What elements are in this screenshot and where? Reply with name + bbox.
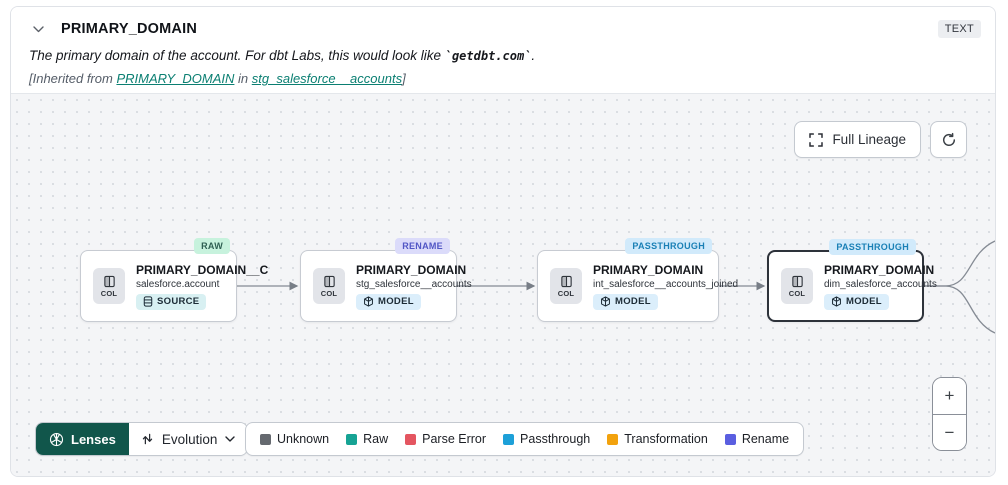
lenses-selector: Lenses Evolution xyxy=(35,422,249,456)
legend-item-passthrough: Passthrough xyxy=(503,432,590,446)
lineage-canvas[interactable]: RAW COL PRIMARY_DOMAIN__C salesforce.acc… xyxy=(11,94,995,476)
zoom-out-button[interactable]: − xyxy=(933,414,966,450)
legend-item-rename: Rename xyxy=(724,432,789,446)
zoom-divider xyxy=(933,413,966,415)
resource-badge-model: MODEL xyxy=(593,293,658,310)
evolution-tag-passthrough: PASSTHROUGH xyxy=(625,238,712,254)
collapse-chevron-icon[interactable] xyxy=(29,20,47,38)
legend-item-transformation: Transformation xyxy=(607,432,708,446)
column-description: The primary domain of the account. For d… xyxy=(29,48,536,63)
legend-swatch xyxy=(607,433,619,445)
node-model-name: dim_salesforce_accounts xyxy=(824,278,937,290)
column-chip: COL xyxy=(313,268,345,304)
legend-item-raw: Raw xyxy=(346,432,388,446)
expand-icon xyxy=(809,132,824,147)
inherited-column-link[interactable]: PRIMARY_DOMAIN xyxy=(116,71,235,87)
node-column-name: PRIMARY_DOMAIN__C xyxy=(136,262,269,277)
legend-swatch xyxy=(346,433,358,445)
columns-icon xyxy=(103,275,115,287)
node-column-name: PRIMARY_DOMAIN xyxy=(356,262,467,277)
node-column-name: PRIMARY_DOMAIN xyxy=(824,262,935,277)
lineage-node-dim-salesforce-accounts[interactable]: PASSTHROUGH COL PRIMARY_DOMAIN dim_sales… xyxy=(767,239,937,322)
columns-icon xyxy=(323,275,335,287)
resource-badge-model: MODEL xyxy=(824,293,889,310)
columns-icon xyxy=(560,275,572,287)
lenses-button[interactable]: Lenses xyxy=(36,423,129,455)
resource-badge-model: MODEL xyxy=(356,293,421,310)
cube-icon xyxy=(364,296,373,307)
full-lineage-button[interactable]: Full Lineage xyxy=(794,121,921,158)
chevron-down-icon xyxy=(225,436,236,442)
column-chip: COL xyxy=(93,268,125,304)
inline-code: `getdbt.com` xyxy=(444,49,532,63)
legend-swatch xyxy=(260,433,271,445)
node-model-name: stg_salesforce__accounts xyxy=(356,278,472,290)
legend-item-parse-error: Parse Error xyxy=(405,432,486,446)
evolution-legend: Unknown Raw Parse Error Passthrough Tran… xyxy=(245,422,805,456)
inherited-model-link[interactable]: stg_salesforce__accounts xyxy=(251,71,403,87)
lens-aperture-icon xyxy=(49,432,64,446)
column-title: PRIMARY_DOMAIN xyxy=(61,21,197,37)
refresh-button[interactable] xyxy=(930,121,967,158)
zoom-in-button[interactable]: + xyxy=(933,378,966,414)
column-type-badge: TEXT xyxy=(937,20,981,38)
columns-icon xyxy=(791,275,803,287)
lineage-node-int-salesforce-accounts-joined[interactable]: PASSTHROUGH COL PRIMARY_DOMAIN int_sales… xyxy=(537,238,739,322)
legend-swatch xyxy=(724,433,736,445)
column-chip: COL xyxy=(781,268,813,304)
zoom-controls: + − xyxy=(932,377,967,451)
column-lineage-panel: PRIMARY_DOMAIN TEXT The primary domain o… xyxy=(10,6,996,477)
legend-item-unknown: Unknown xyxy=(260,432,329,446)
column-header: PRIMARY_DOMAIN TEXT The primary domain o… xyxy=(11,7,995,94)
evolution-tag-rename: RENAME xyxy=(395,238,450,254)
database-icon xyxy=(143,296,153,307)
refresh-icon xyxy=(942,132,955,146)
evolution-icon xyxy=(142,433,153,445)
resource-badge-source: SOURCE xyxy=(136,293,207,310)
cube-icon xyxy=(601,296,610,307)
lineage-node-stg-salesforce-accounts[interactable]: RENAME COL PRIMARY_DOMAIN stg_salesforce… xyxy=(300,238,472,322)
cube-icon xyxy=(832,296,841,307)
evolution-tag-passthrough: PASSTHROUGH xyxy=(829,239,916,255)
lens-dropdown[interactable]: Evolution xyxy=(128,423,248,455)
legend-swatch xyxy=(405,433,417,445)
column-chip: COL xyxy=(550,268,582,304)
inherited-note: [Inherited from PRIMARY_DOMAIN in stg_sa… xyxy=(29,71,406,87)
lineage-node-salesforce-account[interactable]: RAW COL PRIMARY_DOMAIN__C salesforce.acc… xyxy=(80,238,269,322)
node-column-name: PRIMARY_DOMAIN xyxy=(593,262,704,277)
node-model-name: salesforce.account xyxy=(136,278,220,290)
legend-swatch xyxy=(503,433,515,445)
node-model-name: int_salesforce__accounts_joined xyxy=(593,278,739,290)
evolution-tag-raw: RAW xyxy=(194,238,230,254)
